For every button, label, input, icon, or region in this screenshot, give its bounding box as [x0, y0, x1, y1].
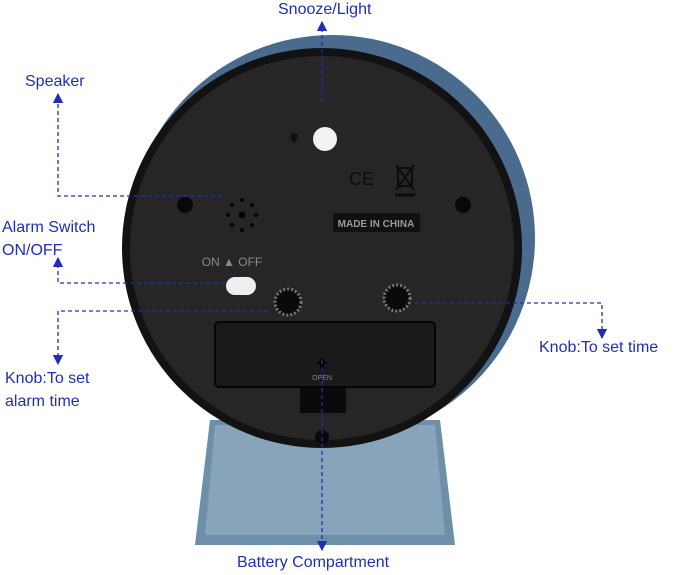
- battery-cover: [214, 321, 436, 388]
- label-knob-time: Knob:To set time: [539, 339, 659, 356]
- label-battery-compartment: Battery Compartment: [237, 554, 390, 571]
- label-speaker: Speaker: [25, 73, 85, 90]
- alarm-switch-markings: ON ▲ OFF: [202, 255, 263, 269]
- label-knob-alarm-time: alarm time: [5, 393, 80, 410]
- speaker-grille: [226, 198, 258, 232]
- alarm-switch: [226, 277, 256, 295]
- label-alarm-switch-onoff: ON/OFF: [2, 242, 63, 259]
- label-knob-alarm: Knob:To set: [5, 370, 90, 387]
- leader-knob-alarm: [52, 310, 268, 366]
- made-in-china-text: MADE IN CHINA: [338, 219, 415, 230]
- open-text: OPEN: [312, 375, 332, 382]
- label-alarm-switch: Alarm Switch: [2, 219, 96, 236]
- snooze-button: [313, 127, 337, 151]
- alarm-knob: [273, 287, 303, 317]
- time-knob: [382, 283, 412, 313]
- label-snooze-light: Snooze/Light: [278, 1, 372, 18]
- light-icon: [290, 133, 298, 143]
- screw: [177, 197, 193, 213]
- weee-bin-icon: [395, 164, 415, 197]
- leader-speaker: [52, 92, 222, 197]
- screw: [455, 197, 471, 213]
- ce-mark: CE: [349, 169, 374, 189]
